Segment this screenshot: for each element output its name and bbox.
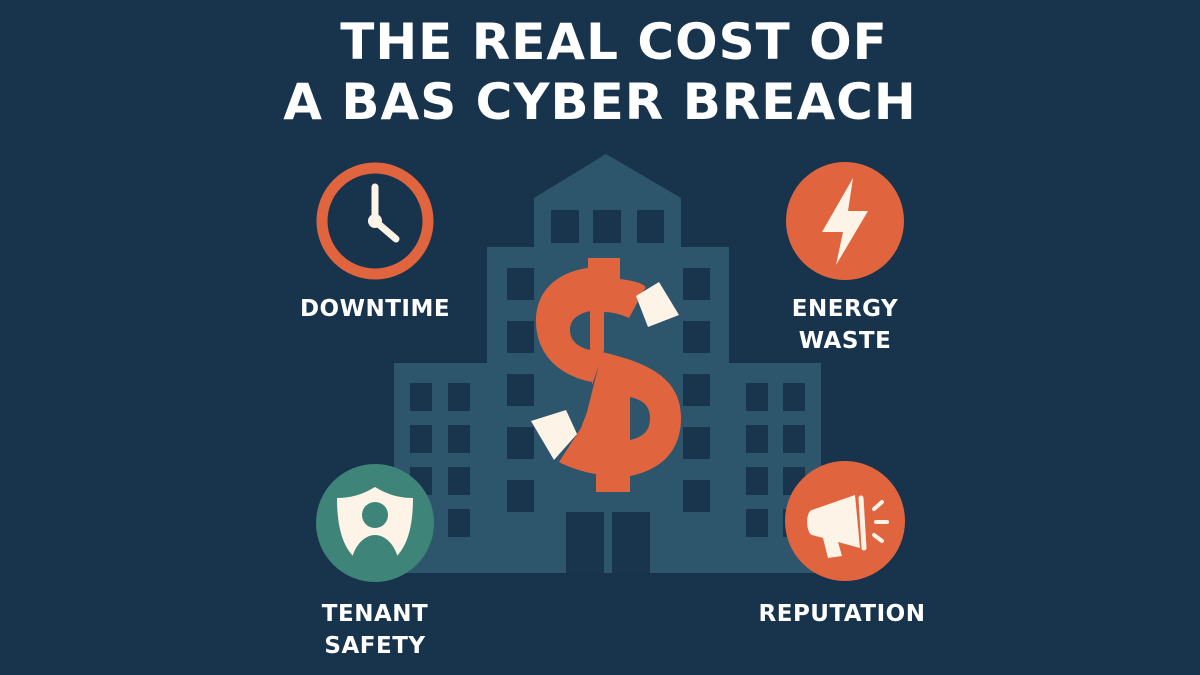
energy-waste-label-line-2: WASTE [798, 328, 892, 354]
energy-waste-label-line-1: ENERGY [791, 296, 899, 322]
downtime-label-line-1: DOWNTIME [299, 296, 451, 322]
tenant-safety-label-line-1: TENANT [321, 601, 429, 627]
title-line-1: THE REAL COST OF [340, 13, 888, 71]
title-line-2: A BAS CYBER BREACH [283, 73, 917, 131]
reputation-label: REPUTATION [742, 598, 942, 630]
building-doors [566, 512, 650, 573]
tenant-safety-label-line-2: SAFETY [324, 633, 426, 659]
downtime-label: DOWNTIME [275, 293, 475, 325]
tenant-safety-label: TENANT SAFETY [275, 598, 475, 662]
energy-waste-label: ENERGY WASTE [745, 293, 945, 357]
reputation-label-line-1: REPUTATION [758, 601, 926, 627]
lightning-bolt-icon [786, 162, 904, 280]
clock-icon [316, 162, 434, 280]
building-top [534, 154, 681, 250]
building-left-wing [394, 363, 489, 573]
page-title: THE REAL COST OF A BAS CYBER BREACH [0, 12, 1200, 132]
megaphone-icon [785, 461, 905, 581]
shield-person-icon [316, 464, 434, 582]
broken-dollar-icon [531, 258, 681, 492]
